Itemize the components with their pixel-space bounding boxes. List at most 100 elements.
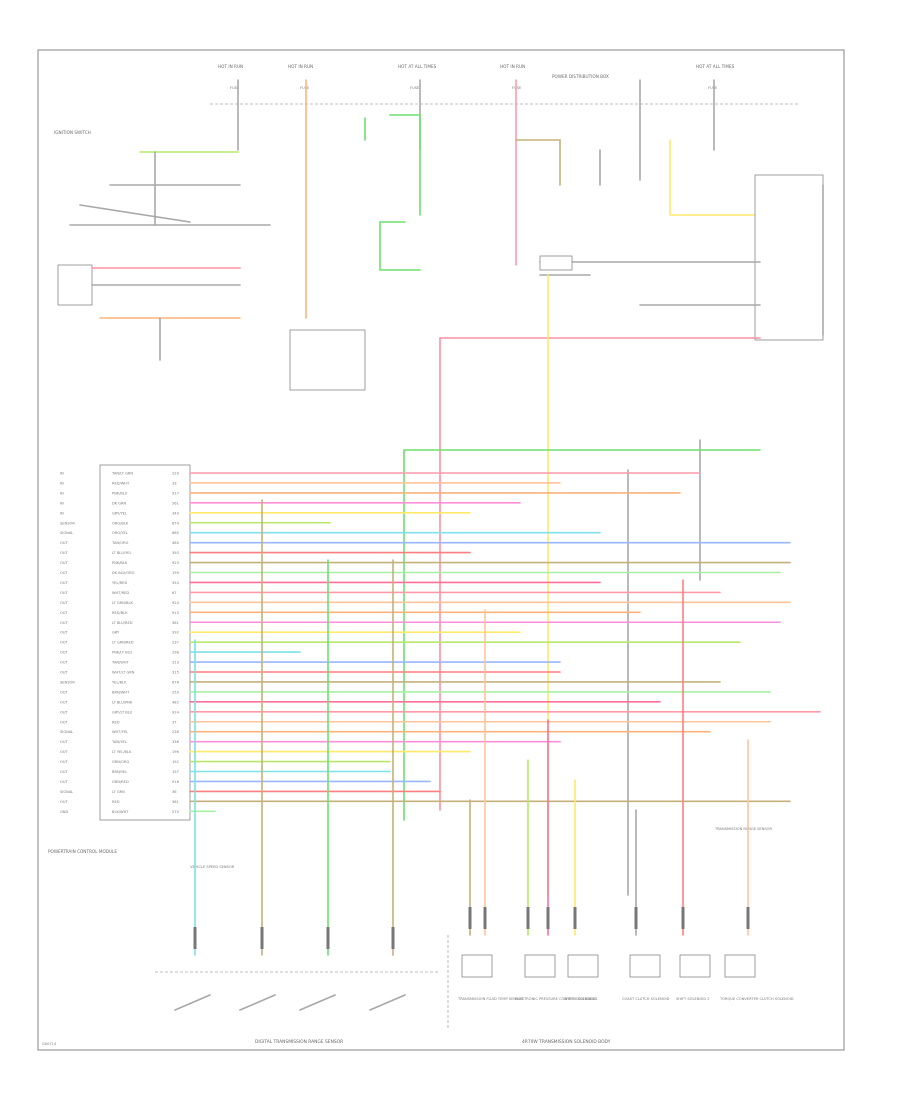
ecm-pin-wire-color: PNK/LT BLU	[112, 651, 133, 655]
ecm-pin-wire-color: BRN/WHT	[112, 690, 130, 694]
connector-pin	[326, 927, 330, 949]
ecm-pin-label: SIGNAL	[60, 730, 73, 734]
ecm-pin-circuit: 482	[172, 700, 179, 704]
ecm-pin-wire-color: LT BLU/YEL	[112, 551, 131, 555]
page-ref: G00714	[42, 1042, 57, 1046]
fuse-label: FUSE	[708, 86, 718, 90]
solenoid-label: SHIFT SOLENOID 2	[676, 997, 710, 1001]
ecm-pin-wire-color: TAN/LT GRN	[111, 472, 133, 476]
ecm-pin-label: OUT	[60, 720, 68, 724]
connector-pin	[526, 907, 530, 929]
power-feeds: HOT IN RUN FUSE HOT IN RUN FUSE HOT AT A…	[210, 64, 800, 105]
ecm-pin-circuit: 393	[172, 551, 179, 555]
ecm-pin-circuit: 361	[172, 800, 179, 804]
ecm-pin-wire-color: GRY/YEL	[112, 511, 127, 515]
sensor-contacts	[174, 994, 406, 1011]
ecm-pin-wire-color: GRN/RED	[112, 780, 129, 784]
relay-box	[57, 264, 93, 306]
ecm-pin-circuit: 229	[172, 472, 180, 476]
connector-pin	[260, 927, 264, 949]
solenoid-body-caption: 4R70W TRANSMISSION SOLENOID BODY	[522, 1039, 611, 1045]
wire	[515, 139, 561, 186]
trans-range-sensor-caption: DIGITAL TRANSMISSION RANGE SENSOR	[255, 1039, 343, 1045]
wire	[379, 221, 421, 271]
ecm-pin-label: OUT	[60, 621, 68, 625]
ecm-pin-wire-color: GRY	[112, 631, 120, 635]
connector-pin	[573, 907, 577, 929]
ecm-pin-label: OUT	[60, 671, 68, 675]
connector-pin	[746, 907, 750, 929]
feed-label: HOT AT ALL TIMES	[696, 64, 735, 69]
feed-label: HOT IN RUN	[288, 64, 313, 69]
ecm-pin-circuit: 298	[172, 651, 180, 655]
ecm-pin-circuit: 238	[172, 730, 180, 734]
ecm-pin-circuit: 192	[172, 760, 179, 764]
solenoid-label: COAST CLUTCH SOLENOID	[622, 997, 670, 1001]
ecm-pin-wire-color: BLK/WHT	[112, 810, 129, 814]
vss-caption: VEHICLE SPEED SENSOR	[190, 865, 235, 869]
solenoid-label: TRANSMISSION FLUID TEMP SENSOR	[457, 997, 524, 1001]
solenoid	[679, 954, 711, 978]
ignition-switch-label: IGNITION SWITCH	[54, 130, 91, 135]
ecm-pin-circuit: 913	[172, 611, 179, 615]
ecm-pin-circuit: 392	[172, 631, 179, 635]
ecm-pin-circuit: 570	[172, 810, 180, 814]
power-dist-box-label: POWER DISTRIBUTION BOX	[552, 74, 609, 79]
ecm-pin-wire-color: ORG/BLK	[112, 521, 129, 525]
ecm-pin-wire-color: TAN/WHT	[111, 661, 130, 665]
module-box	[754, 174, 824, 341]
fuse-label: FUSE	[410, 86, 420, 90]
solenoid	[629, 954, 661, 978]
pcm-caption: POWERTRAIN CONTROL MODULE	[48, 849, 117, 854]
ecm-pin-label: GND	[60, 810, 68, 814]
ecm-pin-wire-color: LT GRN/BLK	[112, 601, 133, 605]
ecm-pin-circuit: 680	[172, 531, 180, 535]
wire	[599, 149, 641, 186]
wire	[669, 139, 761, 216]
ecm-pin-wire-color: YEL/BLK	[112, 680, 127, 684]
ecm-pin-circuit: 480	[172, 541, 180, 545]
ecm-pin-label: OUT	[60, 740, 68, 744]
ecm-pin-label: IN	[60, 472, 64, 476]
ecm-pin-circuit: 237	[172, 641, 179, 645]
ecm-pin-circuit: 674	[172, 521, 180, 525]
solenoid-body: TRANSMISSION FLUID TEMP SENSOR ELECTRONI…	[447, 935, 794, 1045]
ecm-pin-label: OUT	[60, 760, 68, 764]
ecm-pin-label: OUT	[60, 611, 68, 615]
ecm-pin-circuit: 33	[172, 481, 177, 485]
fuse-label: FUSE	[230, 86, 240, 90]
ecm-pin-label: OUT	[60, 581, 68, 585]
module-box	[289, 329, 366, 391]
solenoid-label: ELECTRONIC PRESSURE CONTROL SOLENOID	[515, 997, 597, 1001]
ecm-pin-circuit: 261	[172, 501, 179, 505]
connector-pin	[193, 927, 197, 949]
pcm-power-relay	[57, 264, 241, 361]
ecm-pin-label: OUT	[60, 641, 68, 645]
ecm-connector	[99, 464, 191, 821]
connector-box	[539, 255, 573, 271]
ecm-pin-wire-color: LT YEL/BLK	[112, 750, 132, 754]
connector-pin	[468, 907, 472, 929]
ecm-pin-wire-color: PNK/BLK	[112, 561, 128, 565]
ecm-pin-wire-color: LT BLU/RED	[112, 621, 133, 625]
right-module	[439, 174, 824, 341]
ecm-pin-label: SENSOR	[60, 521, 75, 525]
bottom-connector-drops	[193, 499, 750, 956]
ecm-pin-wire-color: GRN/ORG	[112, 760, 130, 764]
ecm-pin-label: OUT	[60, 750, 68, 754]
ecm-pin-circuit: 924	[172, 601, 180, 605]
ecm-pin-circuit: 338	[172, 740, 180, 744]
ecm-pin-label: IN	[60, 491, 64, 495]
solenoid	[567, 954, 599, 978]
ecm-pin-wire-color: TAN/ORG	[111, 541, 129, 545]
ecm-pin-wire-color: YEL/RED	[112, 581, 127, 585]
ecm-pin-circuit: 199	[172, 571, 180, 575]
ecm-pin-wire-color: LT BLU/PNK	[112, 700, 133, 704]
ecm-pin-wire-color: WHT/RED	[112, 591, 129, 595]
middle-top-wires	[289, 114, 761, 391]
ecm-pin-label: OUT	[60, 561, 68, 565]
ecm-pin-wire-color: GRY/LT BLU	[112, 710, 133, 714]
ecm-pin-wire-color: TAN/YEL	[111, 740, 127, 744]
ecm-pin-label: SIGNAL	[60, 790, 73, 794]
ecm-pin-label: OUT	[60, 700, 68, 704]
